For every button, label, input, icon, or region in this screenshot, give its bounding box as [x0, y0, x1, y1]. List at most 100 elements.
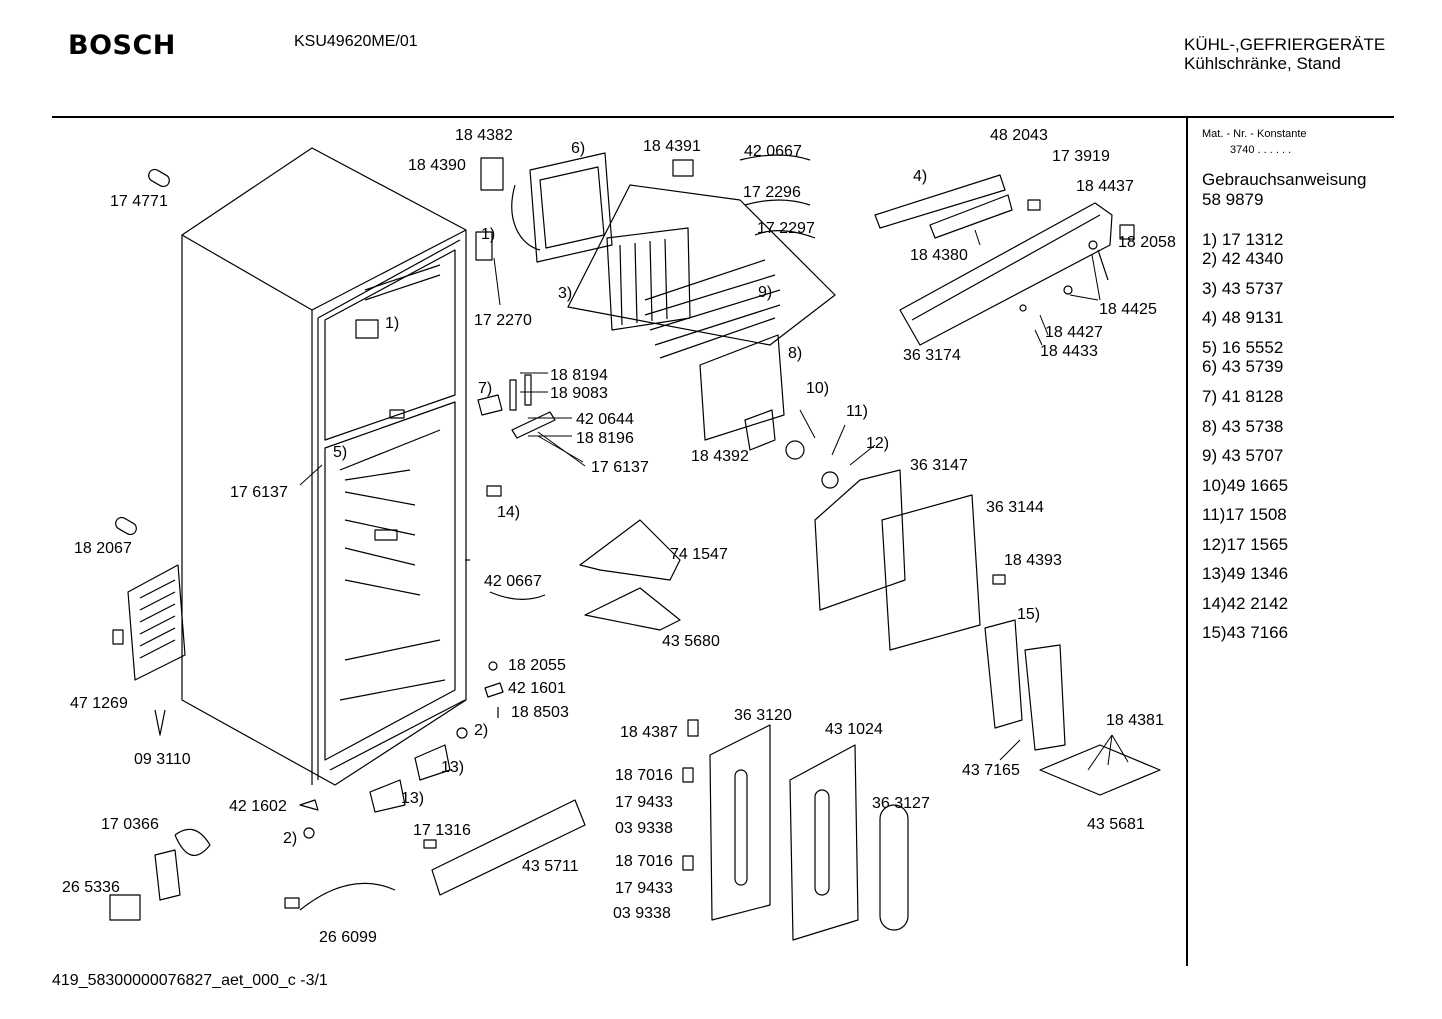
manual-label: Gebrauchsanweisung	[1202, 170, 1367, 189]
part-label: 17 9433	[615, 794, 673, 811]
part-label: 18 2055	[508, 657, 566, 674]
part-label: 03 9338	[615, 820, 673, 837]
part-label: 42 1601	[508, 680, 566, 697]
ref-label: 6)	[571, 140, 586, 157]
mat-nr-value: 3740 . . . . . .	[1230, 144, 1292, 156]
part-label: 18 7016	[615, 767, 673, 784]
list-item: 13)49 1346	[1202, 564, 1289, 583]
part-label: 36 3147	[910, 457, 968, 474]
part-label: 17 3919	[1052, 148, 1110, 165]
part-label: 18 4425	[1099, 301, 1157, 318]
header-divider	[52, 116, 1394, 118]
part-label: 36 3127	[872, 795, 930, 812]
part-label: 47 1269	[70, 695, 128, 712]
part-label: 42 0667	[484, 573, 542, 590]
part-label: 42 1602	[229, 798, 287, 815]
list-item: 3) 43 5737	[1202, 279, 1284, 298]
ref-label: 2)	[474, 722, 489, 739]
part-label: 18 9083	[550, 385, 608, 402]
mat-nr-header: Mat. - Nr. - Konstante	[1202, 128, 1307, 140]
list-item: 14)42 2142	[1202, 594, 1289, 613]
part-label: 09 3110	[134, 751, 191, 768]
ref-label: 15)	[1017, 606, 1041, 623]
part-label: 18 4390	[408, 157, 466, 174]
part-label: 43 5681	[1087, 816, 1145, 833]
ref-label: 1)	[385, 315, 400, 332]
list-item: 8) 43 5738	[1202, 417, 1284, 436]
part-label: 17 1316	[413, 822, 471, 839]
part-label: 18 4382	[455, 127, 513, 144]
ref-label: 10)	[806, 380, 830, 397]
list-item: 6) 43 5739	[1202, 357, 1284, 376]
part-label: 18 8194	[550, 367, 608, 384]
misc-parts	[109, 157, 694, 921]
part-label: 18 8196	[576, 430, 634, 447]
part-label: 18 4437	[1076, 178, 1134, 195]
list-item: 1) 17 1312	[1202, 230, 1284, 249]
model-number: KSU49620ME/01	[294, 33, 418, 50]
part-label: 17 2270	[474, 312, 532, 329]
part-label: 17 6137	[230, 484, 288, 501]
part-label: 26 5336	[62, 879, 120, 896]
ref-label: 7)	[478, 380, 493, 397]
part-label: 36 3144	[986, 499, 1044, 516]
category-line-2: Kühlschränke, Stand	[1184, 54, 1341, 73]
list-item: 12)17 1565	[1202, 535, 1289, 554]
part-label: 48 2043	[990, 127, 1048, 144]
ref-label: 14)	[497, 504, 521, 521]
fridge-cabinet	[181, 147, 470, 786]
list-item: 7) 41 8128	[1202, 387, 1284, 406]
part-label: 18 2067	[74, 540, 132, 557]
part-label: 26 6099	[319, 929, 377, 946]
brand-logo: BOSCH	[68, 30, 176, 61]
part-label: 18 4427	[1045, 324, 1103, 341]
list-item: 15)43 7166	[1202, 623, 1289, 642]
part-label: 17 6137	[591, 459, 649, 476]
list-item: 2) 42 4340	[1202, 249, 1284, 268]
part-label: 42 0667	[744, 143, 802, 160]
part-label: 18 4433	[1040, 343, 1098, 360]
list-item: 5) 16 5552	[1202, 338, 1284, 357]
part-label: 43 1024	[825, 721, 883, 738]
door-bins	[431, 619, 1161, 941]
list-item: 10)49 1665	[1202, 476, 1289, 495]
part-label: 03 9338	[613, 905, 671, 922]
part-label: 18 4380	[910, 247, 968, 264]
ref-label: 11)	[846, 403, 868, 420]
part-label: 18 2058	[1118, 234, 1176, 251]
part-label: 42 0644	[576, 411, 634, 428]
list-item: 4) 48 9131	[1202, 308, 1284, 327]
ref-label: 13)	[441, 759, 465, 776]
ref-label: 2)	[283, 830, 298, 847]
list-item: 9) 43 5707	[1202, 446, 1284, 465]
part-label: 18 4387	[620, 724, 678, 741]
part-label: 17 9433	[615, 880, 673, 897]
exploded-view-drawing	[109, 147, 1161, 941]
part-label: 43 7165	[962, 762, 1020, 779]
part-label: 36 3174	[903, 347, 961, 364]
part-label: 74 1547	[670, 546, 728, 563]
ref-label: 1)	[481, 226, 496, 243]
condenser-grille	[112, 564, 186, 681]
part-label: 17 2296	[743, 184, 801, 201]
part-label: 18 4393	[1004, 552, 1062, 569]
part-label: 17 2297	[757, 220, 815, 237]
part-label: 18 7016	[615, 853, 673, 870]
document-code: 419_58300000076827_aet_000_c -3/1	[52, 972, 328, 989]
leader-lines	[299, 229, 1129, 771]
part-label: 18 4391	[643, 138, 701, 155]
control-panel	[874, 174, 1135, 346]
ref-label: 8)	[788, 345, 803, 362]
evaporator-assembly	[511, 152, 836, 451]
manual-number: 58 9879	[1202, 190, 1264, 209]
category-line-1: KÜHL-,GEFRIERGERÄTE	[1184, 35, 1386, 54]
part-label: 18 4392	[691, 448, 749, 465]
ref-label: 3)	[558, 285, 573, 302]
part-label: 18 4381	[1106, 712, 1164, 729]
part-label: 36 3120	[734, 707, 792, 724]
ref-label: 13)	[401, 790, 425, 807]
part-label: 43 5680	[662, 633, 720, 650]
part-label: 17 4771	[110, 193, 168, 210]
part-label: 18 8503	[511, 704, 569, 721]
ref-label: 12)	[866, 435, 890, 452]
